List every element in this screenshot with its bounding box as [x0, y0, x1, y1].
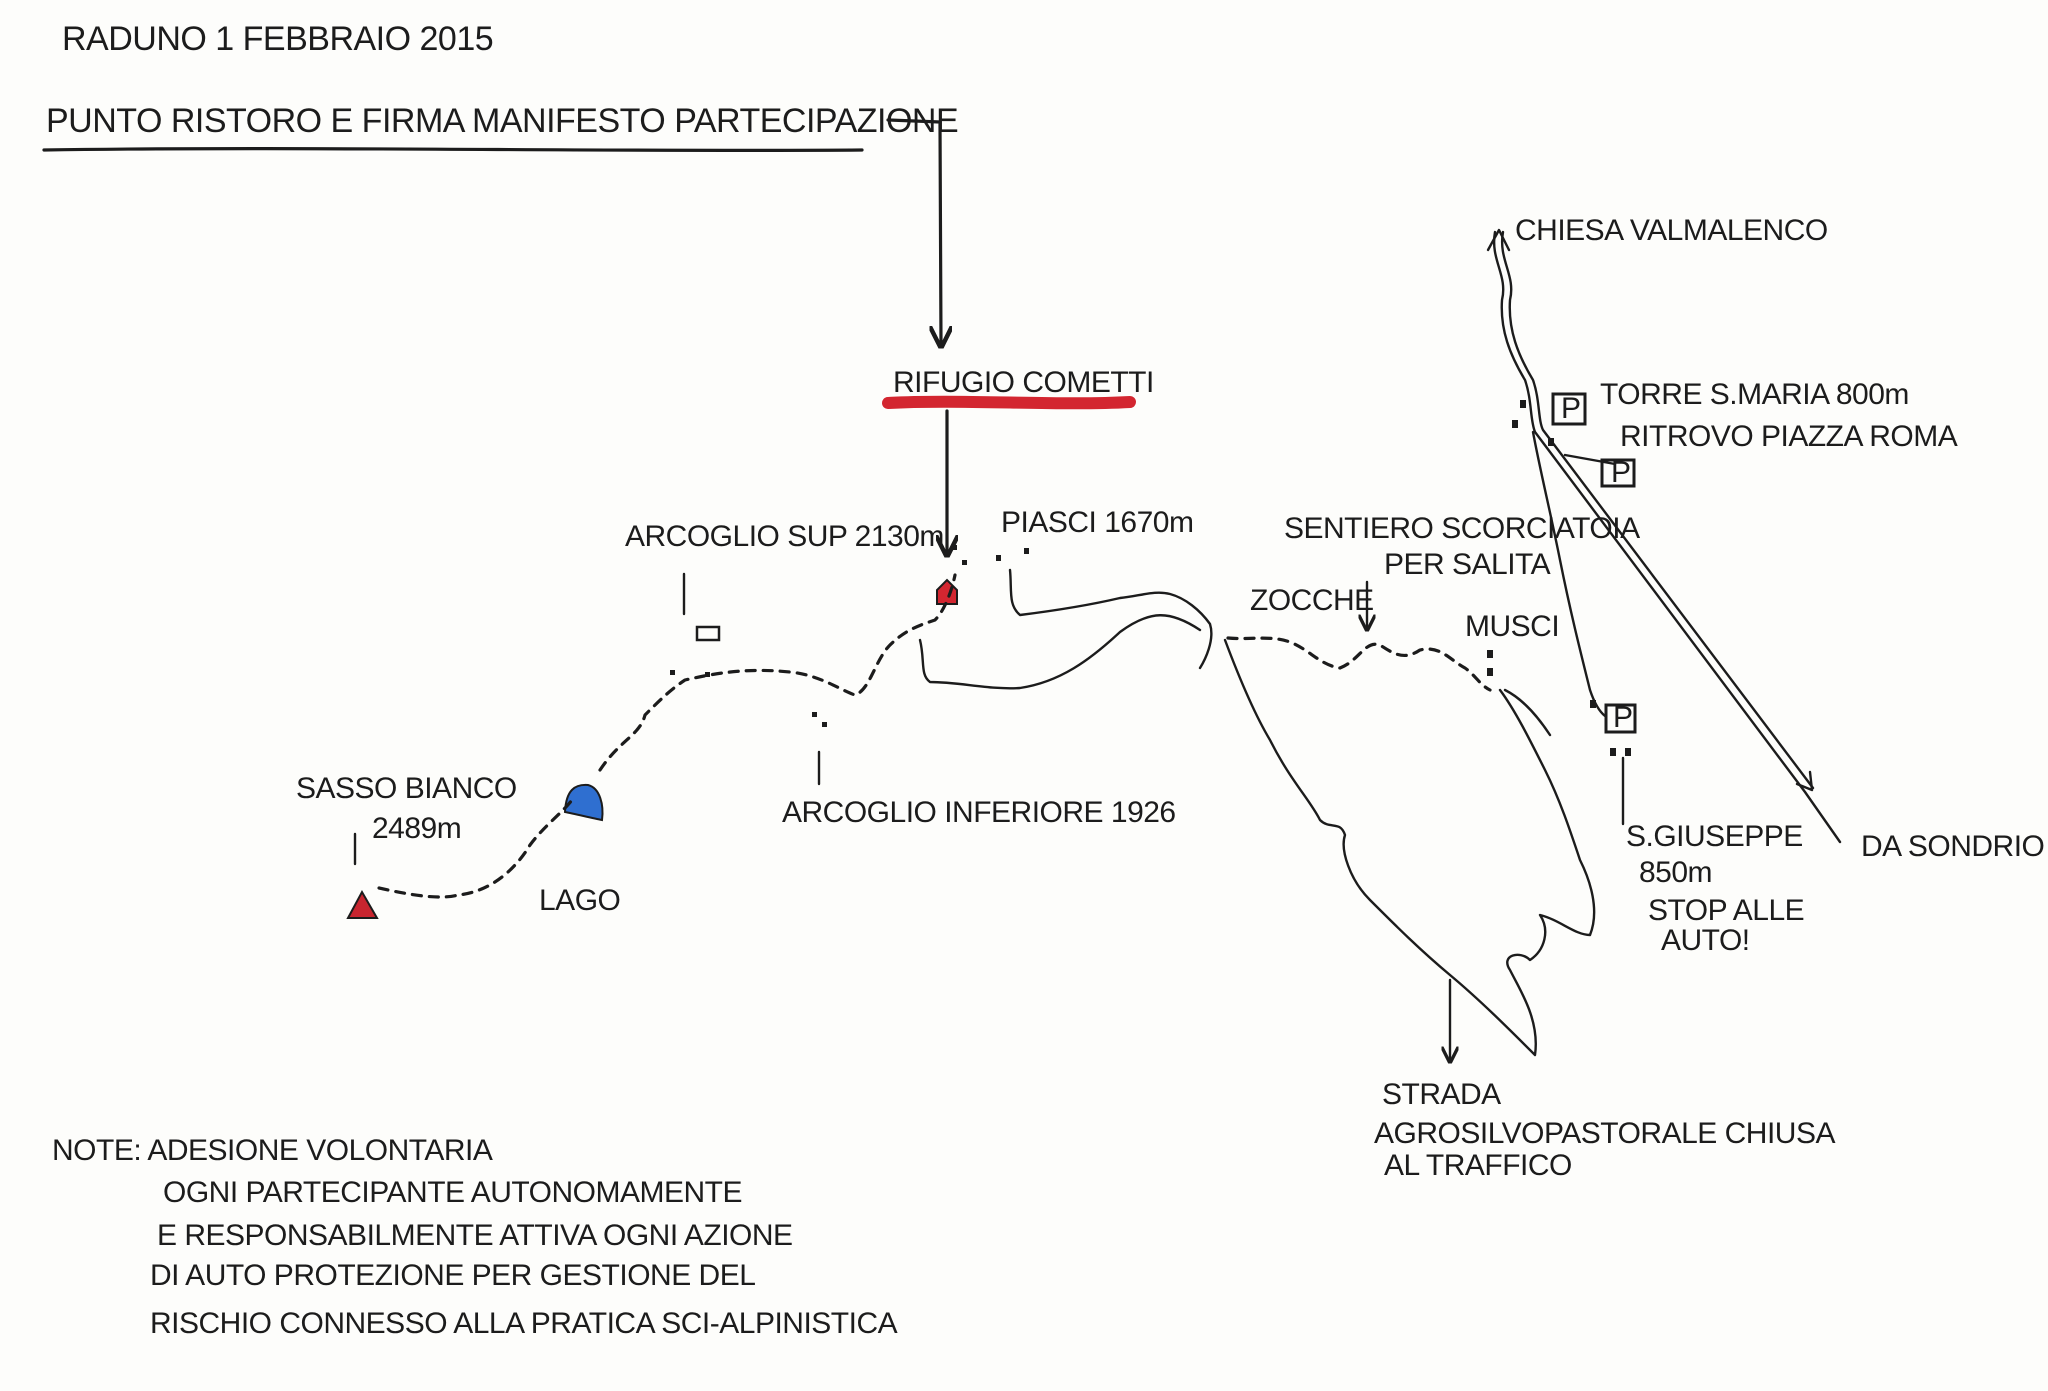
building-icon — [1487, 650, 1493, 658]
note-line: E RESPONSABILMENTE ATTIVA OGNI AZIONE — [157, 1219, 793, 1252]
ridge-line — [918, 568, 1213, 690]
building-icon — [1024, 548, 1029, 554]
ski-route-west — [377, 573, 957, 899]
parking-branch — [1563, 453, 1617, 466]
arrow-from-sondrio-icon — [1795, 770, 1814, 792]
ski-route-east — [1226, 636, 1492, 692]
map-subtitle: PUNTO RISTORO E FIRMA MANIFESTO PARTECIP… — [46, 102, 958, 140]
label-musci: MUSCI — [1465, 610, 1559, 643]
main-road-edge — [1500, 230, 1815, 790]
building-icon — [1590, 700, 1596, 708]
label-zocche: ZOCCHE — [1250, 584, 1374, 617]
building-icon — [996, 555, 1001, 561]
building-icon — [952, 545, 957, 550]
subtitle-underline — [42, 146, 864, 153]
building-icon — [1548, 438, 1554, 446]
main-road — [1492, 230, 1842, 844]
building-icon — [962, 560, 967, 565]
label-sasso-elevation: 2489m — [372, 812, 461, 845]
building-icon — [705, 672, 710, 677]
building-icon — [812, 712, 817, 717]
note-line: DI AUTO PROTEZIONE PER GESTIONE DEL — [150, 1259, 755, 1292]
building-icon — [1610, 748, 1616, 756]
svg-text:P: P — [1613, 701, 1633, 734]
note-line: NOTE: ADESIONE VOLONTARIA — [52, 1134, 493, 1167]
building-icon — [670, 670, 675, 675]
label-da-sondrio: DA SONDRIO — [1861, 830, 2044, 863]
label-ritrovo: RITROVO PIAZZA ROMA — [1620, 420, 1958, 453]
building-icon — [1625, 748, 1631, 756]
label-piasci: PIASCI 1670m — [1001, 506, 1193, 539]
label-lago: LAGO — [539, 884, 620, 917]
label-auto: AUTO! — [1661, 924, 1750, 957]
label-arcoglio-sup: ARCOGLIO SUP 2130m — [625, 520, 944, 553]
label-s-giuseppe: S.GIUSEPPE — [1626, 820, 1803, 853]
label-stop-alle: STOP ALLE — [1648, 894, 1804, 927]
svg-text:P: P — [1561, 392, 1581, 425]
label-agrosilvopastorale: AGROSILVOPASTORALE CHIUSA — [1374, 1117, 1835, 1150]
label-rifugio-cometti: RIFUGIO COMETTI — [893, 366, 1154, 399]
svg-text:P: P — [1611, 456, 1631, 489]
parking-icon: P — [1551, 392, 1587, 426]
building-icon — [1520, 400, 1526, 408]
arrow-north-icon — [1486, 228, 1511, 252]
refuge-icon — [936, 578, 958, 605]
label-sasso-bianco: SASSO BIANCO — [296, 772, 517, 805]
building-icon — [1487, 668, 1493, 676]
valley-outline — [1223, 638, 1596, 1057]
building-icon — [822, 722, 827, 727]
parking-icon: P — [1600, 456, 1636, 489]
rifugio-highlight — [882, 395, 1136, 410]
hut-icon — [695, 625, 721, 642]
note-line: RISCHIO CONNESSO ALLA PRATICA SCI-ALPINI… — [150, 1307, 898, 1340]
label-strada: STRADA — [1382, 1078, 1501, 1111]
label-sentiero: SENTIERO SCORCIATOIA — [1284, 512, 1640, 545]
label-chiesa-valmalenco: CHIESA VALMALENCO — [1515, 214, 1828, 247]
parking-icon: P — [1604, 701, 1637, 734]
label-per-salita: PER SALITA — [1384, 548, 1551, 581]
summit-icon — [346, 889, 379, 919]
label-torre-s-maria: TORRE S.MARIA 800m — [1600, 378, 1909, 411]
subtitle-arrow — [886, 118, 941, 344]
label-s-giuseppe-elevation: 850m — [1639, 856, 1712, 889]
label-al-traffico: AL TRAFFICO — [1384, 1149, 1572, 1182]
note-line: OGNI PARTECIPANTE AUTONOMAMENTE — [163, 1176, 742, 1209]
lake-icon — [563, 783, 604, 822]
building-icon — [1512, 420, 1518, 428]
label-arcoglio-inf: ARCOGLIO INFERIORE 1926 — [782, 796, 1176, 829]
map-title: RADUNO 1 FEBBRAIO 2015 — [62, 20, 493, 58]
